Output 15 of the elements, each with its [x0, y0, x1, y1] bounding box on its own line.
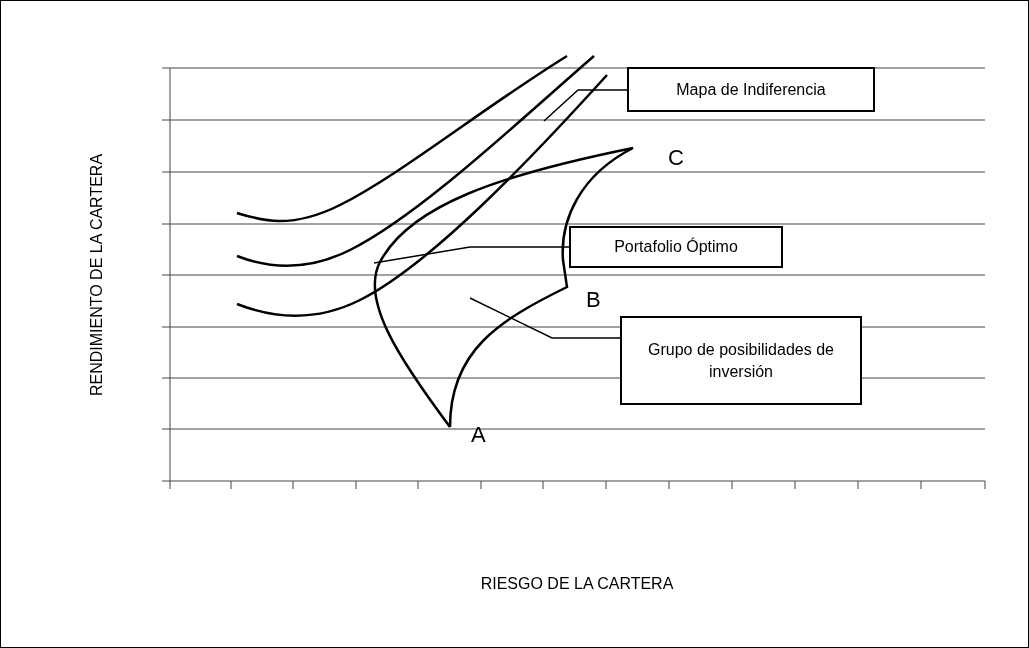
point-label: B	[586, 286, 601, 314]
leader-line	[469, 297, 621, 339]
leader-line	[373, 246, 570, 264]
callout-text: Portafolio Óptimo	[614, 236, 738, 257]
point-label: A	[471, 421, 486, 449]
callout-text: Mapa de Indiferencia	[676, 79, 826, 100]
callout-text: Grupo de posibilidades de inversión	[647, 339, 835, 382]
callout-box	[569, 226, 783, 268]
callout-box	[620, 316, 862, 405]
callout-box	[627, 67, 875, 112]
leader-line	[543, 89, 628, 122]
point-label: C	[668, 144, 684, 172]
axis-title: RENDIMIENTO DE LA CARTERA	[87, 153, 106, 397]
indifference-curves-drawing	[236, 54, 608, 317]
axis-title: RIESGO DE LA CARTERA	[480, 574, 674, 594]
